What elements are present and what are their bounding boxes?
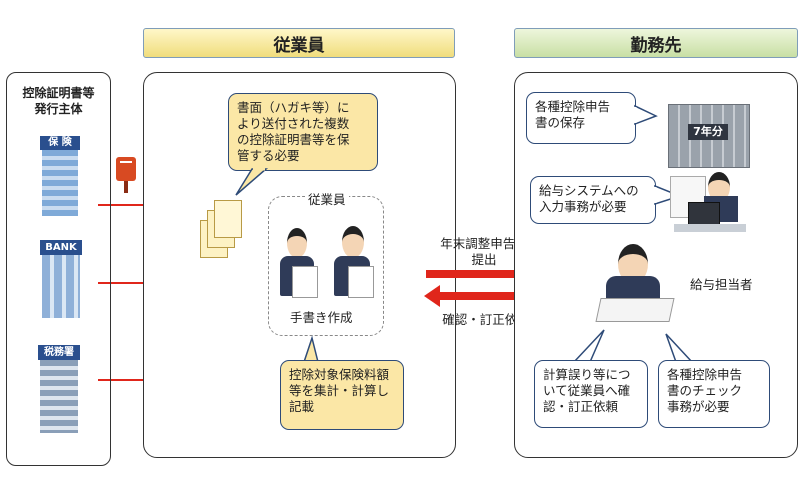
payroll-officer-label: 給与担当者 (690, 277, 753, 292)
bank-building-icon: BANK (40, 240, 82, 318)
employee-calc-callout: 控除対象保険料額 等を集計・計算し 記載 (280, 360, 404, 430)
years-label: 7年分 (688, 124, 728, 140)
issuer-title-line2: 発行主体 (34, 102, 83, 116)
confirm-label: 確認・訂正依頼 (442, 312, 530, 327)
check-callout: 各種控除申告 書のチェック 事務が必要 (658, 360, 770, 428)
employee-storage-callout: 書面（ハガキ等）に より送付された複数 の控除証明書等を保 管する必要 (228, 93, 378, 171)
tax-office-building-icon: 税務署 (38, 345, 80, 433)
computer-worker-icon (670, 166, 748, 240)
insurance-sign: 保 険 (40, 136, 80, 150)
mailbox-icon (116, 157, 136, 193)
employee-header: 従業員 (143, 28, 455, 58)
issuer-title-line1: 控除証明書等 (22, 86, 95, 100)
issuer-panel: 控除証明書等 発行主体 (6, 72, 111, 466)
male-employee-icon (332, 226, 374, 298)
female-employee-icon (278, 228, 318, 298)
documents-stack-icon (200, 198, 242, 268)
tax-office-sign: 税務署 (38, 345, 80, 360)
employee-group-label: 従業員 (305, 189, 349, 208)
errors-callout: 計算誤り等につ いて従業員へ確 認・訂正依頼 (534, 360, 648, 428)
workplace-header: 勤務先 (514, 28, 798, 58)
insurance-building-icon: 保 険 (40, 136, 80, 216)
confirm-arrow (424, 285, 538, 307)
bank-sign: BANK (40, 240, 82, 255)
input-callout: 給与システムへの 入力事務が必要 (530, 176, 656, 224)
payroll-officer-icon (595, 240, 675, 324)
binders-icon: 7年分 (668, 104, 750, 168)
handwrite-label: 手書き作成 (290, 310, 353, 325)
submit-label: 年末調整申告書 提出 (440, 236, 528, 267)
